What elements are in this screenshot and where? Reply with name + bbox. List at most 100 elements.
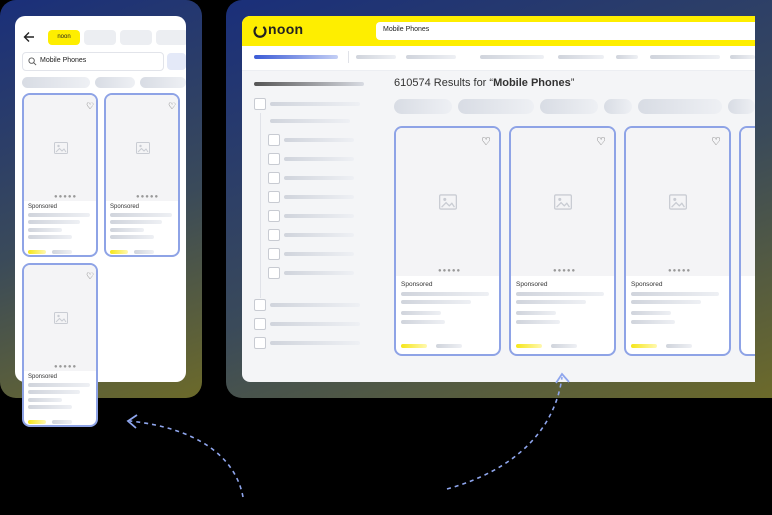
filter-checkbox[interactable]	[254, 337, 266, 349]
sponsored-label: Sponsored	[28, 204, 58, 210]
tab-placeholder[interactable]	[120, 30, 152, 45]
wishlist-heart-icon[interactable]: ♡	[167, 101, 177, 111]
desktop-product-card[interactable]: ♡ ●●●●● Sponsored	[624, 126, 731, 356]
image-placeholder-icon	[554, 194, 572, 210]
carousel-dots: ●●●●●	[54, 364, 78, 370]
search-value: Mobile Phones	[383, 26, 430, 33]
filter-heading	[254, 82, 364, 86]
results-heading: 610574 Results for “Mobile Phones”	[394, 77, 575, 89]
sponsored-label: Sponsored	[110, 204, 140, 210]
arrow-to-mobile	[129, 420, 244, 498]
wishlist-heart-icon[interactable]: ♡	[85, 101, 95, 111]
filter-chip[interactable]	[140, 77, 186, 88]
noon-logo-icon	[253, 26, 267, 38]
product-image	[106, 95, 178, 201]
desktop-search-input[interactable]: Mobile Phones	[376, 22, 755, 40]
tab-placeholder[interactable]	[156, 30, 186, 45]
filter-checkbox[interactable]	[268, 191, 280, 203]
price-badge	[401, 344, 427, 348]
filter-chip[interactable]	[728, 99, 755, 114]
filter-chip[interactable]	[604, 99, 632, 114]
nav-item[interactable]	[616, 55, 638, 59]
nav-item[interactable]	[650, 55, 720, 59]
filter-chip[interactable]	[394, 99, 452, 114]
logo-text: noon	[268, 21, 304, 37]
nav-item[interactable]	[356, 55, 396, 59]
filter-checkbox[interactable]	[268, 210, 280, 222]
price-badge	[110, 250, 128, 254]
filter-checkbox[interactable]	[268, 153, 280, 165]
desktop-product-card[interactable]: ♡ ●●●●● Sponsored	[394, 126, 501, 356]
tab-noon[interactable]: noon	[48, 30, 80, 45]
back-button[interactable]	[22, 30, 38, 46]
filter-checkbox[interactable]	[254, 299, 266, 311]
image-placeholder-icon	[136, 142, 150, 154]
desktop-header: noon Mobile Phones	[242, 16, 755, 46]
product-image	[511, 128, 614, 276]
price-badge	[28, 420, 46, 424]
filter-button[interactable]	[167, 53, 186, 70]
tab-placeholder[interactable]	[84, 30, 116, 45]
sponsored-label: Sponsored	[631, 281, 663, 288]
filter-chip[interactable]	[638, 99, 722, 114]
image-placeholder-icon	[54, 312, 68, 324]
product-image	[626, 128, 729, 276]
filter-chip[interactable]	[22, 77, 90, 88]
wishlist-heart-icon[interactable]: ♡	[481, 136, 491, 148]
filter-sidebar	[242, 71, 372, 382]
price-badge	[28, 250, 46, 254]
sponsored-label: Sponsored	[401, 281, 433, 288]
mobile-product-card[interactable]: ♡ ●●●●● Sponsored	[22, 263, 98, 427]
filter-chip[interactable]	[540, 99, 598, 114]
arrowhead-up-icon	[555, 372, 570, 384]
nav-item-active[interactable]	[254, 55, 338, 59]
filter-checkbox[interactable]	[268, 248, 280, 260]
desktop-screen: noon Mobile Phones	[242, 16, 755, 382]
nav-item[interactable]	[406, 55, 456, 59]
category-nav	[242, 46, 755, 71]
sponsored-label: Sponsored	[516, 281, 548, 288]
carousel-dots: ●●●●●	[54, 194, 78, 200]
price-badge	[631, 344, 657, 348]
filter-chip[interactable]	[458, 99, 534, 114]
filter-checkbox[interactable]	[268, 172, 280, 184]
carousel-dots: ●●●●●	[553, 268, 577, 274]
carousel-dots: ●●●●●	[136, 194, 160, 200]
desktop-product-card-partial[interactable]	[739, 126, 755, 356]
wishlist-heart-icon[interactable]: ♡	[85, 271, 95, 281]
arrowhead-left-icon	[126, 414, 138, 429]
nav-item[interactable]	[730, 55, 755, 59]
results-query: Mobile Phones	[493, 77, 571, 89]
wishlist-heart-icon[interactable]: ♡	[596, 136, 606, 148]
desktop-product-card[interactable]: ♡ ●●●●● Sponsored	[509, 126, 616, 356]
product-image	[741, 128, 755, 276]
search-icon	[28, 57, 37, 66]
arrow-to-desktop	[446, 376, 563, 490]
search-value: Mobile Phones	[40, 57, 87, 64]
nav-item[interactable]	[480, 55, 544, 59]
carousel-dots: ●●●●●	[438, 268, 462, 274]
price-badge	[516, 344, 542, 348]
filter-checkbox[interactable]	[268, 134, 280, 146]
product-image	[396, 128, 499, 276]
image-placeholder-icon	[54, 142, 68, 154]
filter-chip[interactable]	[95, 77, 135, 88]
mobile-product-card[interactable]: ♡ ●●●●● Sponsored	[22, 93, 98, 257]
mobile-product-card[interactable]: ♡ ●●●●● Sponsored	[104, 93, 180, 257]
nav-item[interactable]	[558, 55, 604, 59]
filter-checkbox[interactable]	[268, 229, 280, 241]
carousel-dots: ●●●●●	[668, 268, 692, 274]
image-placeholder-icon	[439, 194, 457, 210]
arrow-left-icon	[23, 32, 34, 42]
filter-checkbox[interactable]	[254, 98, 266, 110]
product-image	[24, 95, 96, 201]
filter-checkbox[interactable]	[268, 267, 280, 279]
wishlist-heart-icon[interactable]: ♡	[711, 136, 721, 148]
search-input[interactable]: Mobile Phones	[22, 52, 164, 71]
filter-checkbox[interactable]	[254, 318, 266, 330]
product-image	[24, 265, 96, 371]
results-count: 610574	[394, 77, 431, 89]
image-placeholder-icon	[669, 194, 687, 210]
sponsored-label: Sponsored	[28, 374, 58, 380]
